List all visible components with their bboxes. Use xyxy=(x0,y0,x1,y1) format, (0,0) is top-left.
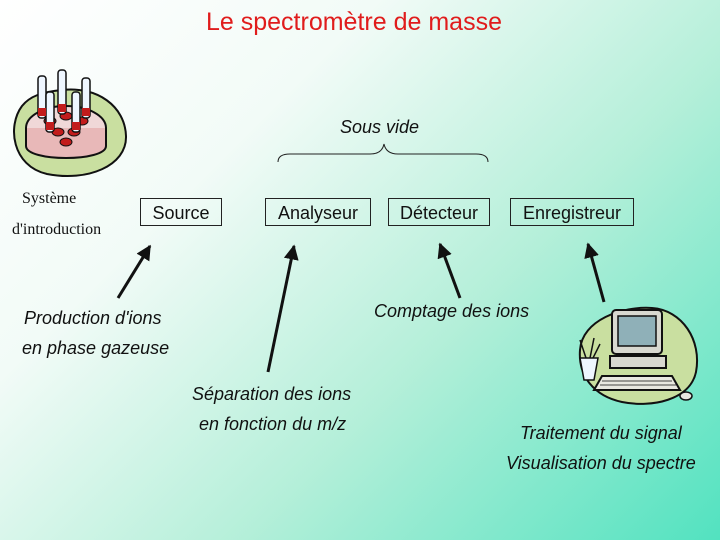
source-box: Source xyxy=(140,198,222,226)
recorder-box: Enregistreur xyxy=(510,198,634,226)
vacuum-label: Sous vide xyxy=(340,117,420,137)
analyzer-box: Analyseur xyxy=(265,198,371,226)
detector-box: Détecteur xyxy=(388,198,490,226)
sample-tray-icon xyxy=(13,69,128,178)
arrow-counting xyxy=(437,242,462,299)
vacuum-brace xyxy=(277,143,489,163)
processing-line1: Traitement du signal xyxy=(520,423,682,443)
counting-label: Comptage des ions xyxy=(374,301,530,321)
slide-title: Le spectromètre de masse xyxy=(206,8,502,36)
processing-line2: Visualisation du spectre xyxy=(506,453,696,473)
arrow-separation xyxy=(266,244,299,373)
intro-label-line1: Système xyxy=(22,190,77,207)
separation-line2: en fonction du m/z xyxy=(199,414,347,434)
computer-icon xyxy=(578,306,699,405)
production-line2: en phase gazeuse xyxy=(22,338,170,358)
arrow-production xyxy=(116,244,152,299)
separation-line1: Séparation des ions xyxy=(192,384,352,404)
production-line1: Production d'ions xyxy=(24,308,162,328)
intro-label-line2: d'introduction xyxy=(12,221,102,238)
arrow-processing xyxy=(584,242,606,303)
